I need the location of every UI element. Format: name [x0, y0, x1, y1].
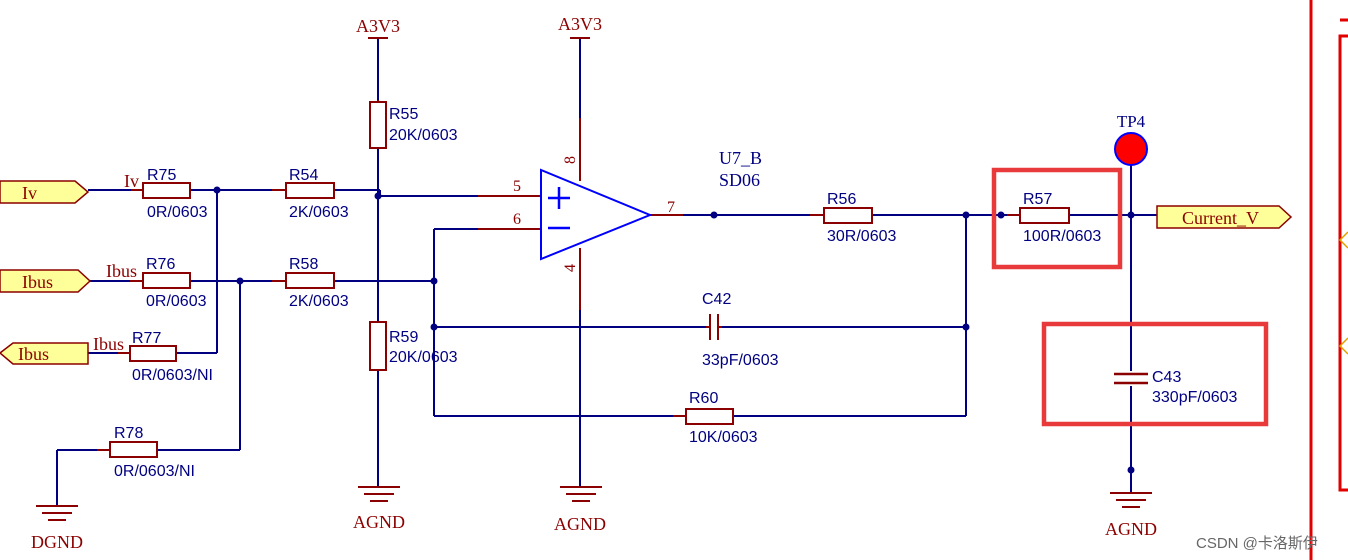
resistor-r55 — [369, 100, 387, 149]
port-ibus-1-label: Ibus — [22, 272, 53, 292]
r77-value: 0R/0603/NI — [132, 367, 213, 384]
junction-dot — [374, 192, 382, 200]
resistor-r58 — [272, 272, 335, 289]
r60-value: 10K/0603 — [689, 429, 758, 446]
resistor-r75 — [131, 182, 191, 199]
c42-designator: C42 — [702, 291, 731, 308]
resistor-r77 — [118, 345, 177, 362]
a3v3-label-left: A3V3 — [356, 16, 400, 36]
tp4-label: TP4 — [1117, 112, 1146, 131]
dgnd-label: DGND — [31, 532, 83, 552]
agnd-label-right: AGND — [1105, 519, 1157, 539]
watermark: CSDN @卡洛斯伊 — [1196, 535, 1318, 552]
resistor-r76 — [130, 272, 191, 289]
port-ibus-2 — [0, 342, 89, 365]
highlight-box-r57 — [991, 167, 1123, 270]
net-label-ibus-1: Ibus — [106, 261, 137, 281]
wires — [56, 38, 1157, 505]
net-label-iv: Iv — [124, 171, 139, 191]
r55-value: 20K/0603 — [389, 127, 458, 144]
resistor-r78 — [97, 441, 158, 458]
r57-designator: R57 — [1023, 191, 1052, 208]
port-current-v — [1156, 205, 1293, 229]
opamp-pin-5: 5 — [513, 178, 521, 195]
r75-designator: R75 — [147, 167, 176, 184]
c42-value: 33pF/0603 — [702, 352, 779, 369]
resistor-r54 — [272, 182, 335, 199]
r60-designator: R60 — [689, 390, 718, 407]
r78-value: 0R/0603/NI — [114, 463, 195, 480]
opamp-pin-8: 8 — [562, 156, 579, 164]
r54-value: 2K/0603 — [289, 204, 349, 221]
resistor-r56 — [810, 207, 873, 224]
port-current-v-label: Current_V — [1182, 208, 1259, 228]
agnd-symbol-left — [358, 486, 400, 502]
opamp-u7b — [540, 168, 653, 261]
highlight-box-c43 — [1041, 321, 1269, 427]
dgnd-symbol — [36, 505, 78, 521]
junction-dot — [430, 323, 438, 331]
opamp-pin-4: 4 — [562, 264, 579, 272]
port-iv-label: Iv — [22, 183, 37, 203]
r59-designator: R59 — [389, 329, 418, 346]
junction-dot — [962, 211, 970, 219]
r57-value: 100R/0603 — [1023, 228, 1101, 245]
r59-value: 20K/0603 — [389, 349, 458, 366]
port-ibus-2-label: Ibus — [18, 344, 49, 364]
u7-designator: U7_B — [719, 148, 762, 168]
port-iv — [0, 180, 90, 204]
junction-dot — [1127, 466, 1135, 474]
r56-value: 30R/0603 — [827, 228, 896, 245]
opamp-pin-stubs — [478, 118, 683, 310]
junction-dot — [236, 277, 244, 285]
junction-dot — [997, 211, 1005, 219]
r77-designator: R77 — [132, 330, 161, 347]
r56-designator: R56 — [827, 191, 856, 208]
r75-value: 0R/0603 — [147, 204, 208, 221]
r58-value: 2K/0603 — [289, 293, 349, 310]
junction-dot — [213, 186, 221, 194]
resistor-r57 — [1007, 207, 1070, 224]
agnd-symbol-opamp — [560, 486, 602, 502]
r76-designator: R76 — [146, 256, 175, 273]
c43-value: 330pF/0603 — [1152, 389, 1238, 406]
agnd-label-opamp: AGND — [554, 514, 606, 534]
r55-designator: R55 — [389, 106, 418, 123]
r54-designator: R54 — [289, 167, 318, 184]
test-point-tp4 — [1114, 132, 1148, 166]
u7-value: SD06 — [719, 170, 760, 190]
c43-designator: C43 — [1152, 369, 1181, 386]
junction-dot — [430, 277, 438, 285]
r78-designator: R78 — [114, 425, 143, 442]
opamp-pin-6: 6 — [513, 211, 521, 228]
sheet-border-right — [1309, 0, 1348, 560]
port-ibus-1 — [0, 269, 92, 293]
capacitor-c42 — [706, 314, 722, 340]
r58-designator: R58 — [289, 256, 318, 273]
capacitor-c43 — [1114, 372, 1148, 385]
junction-dot — [1127, 211, 1135, 219]
junction-dot — [962, 323, 970, 331]
opamp-pin-7: 7 — [667, 199, 675, 216]
net-label-ibus-2: Ibus — [93, 334, 124, 354]
r76-value: 0R/0603 — [146, 293, 207, 310]
a3v3-label-opamp: A3V3 — [558, 14, 602, 34]
resistor-r59 — [369, 321, 387, 371]
resistor-r60 — [673, 408, 734, 425]
agnd-symbol-right — [1110, 492, 1152, 508]
junction-dot — [710, 211, 718, 219]
agnd-label-left: AGND — [353, 512, 405, 532]
